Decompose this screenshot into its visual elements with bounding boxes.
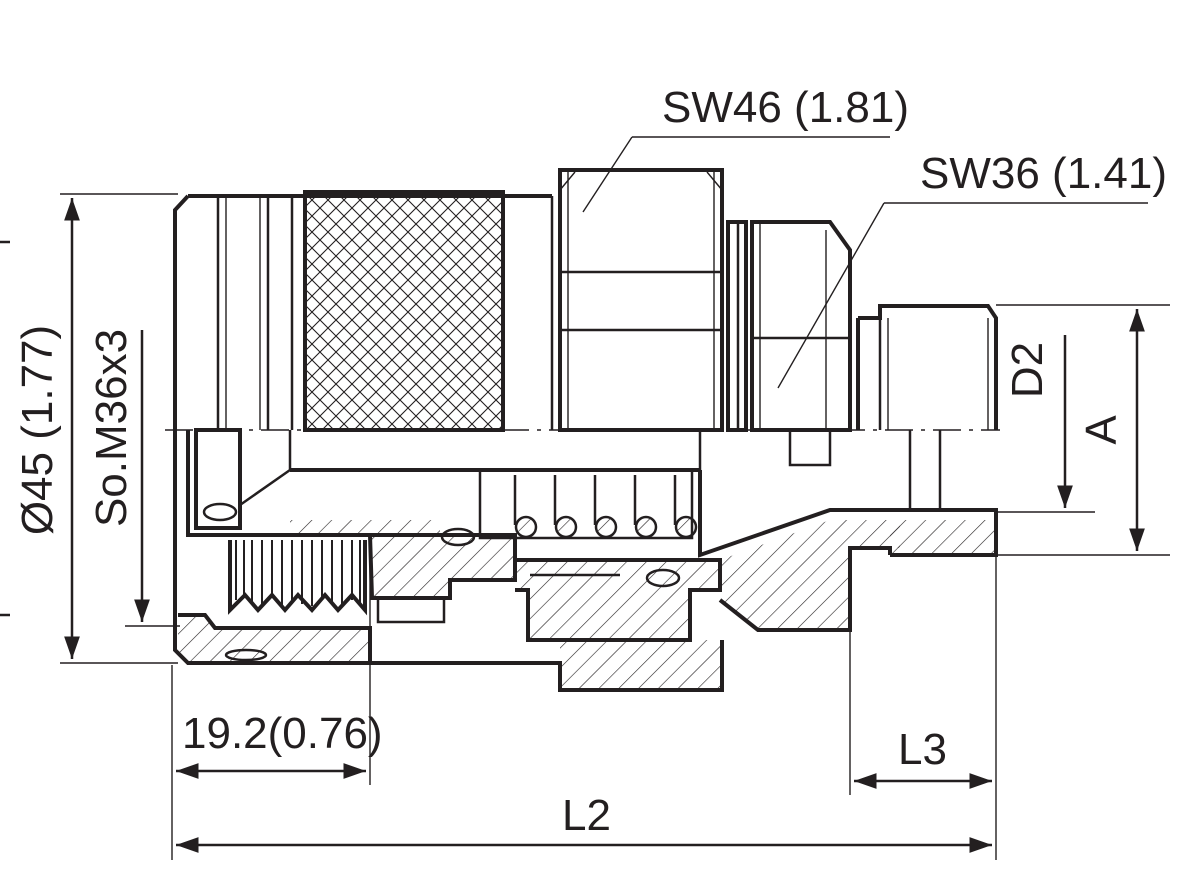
- hex-nut-sw36: [750, 220, 852, 432]
- d2-label: D2: [1003, 342, 1052, 398]
- coupling-section: [178, 428, 998, 692]
- thread-label: So.M36x3: [87, 329, 136, 527]
- a-label: A: [1077, 415, 1126, 445]
- dimension-lines: [0, 136, 1170, 860]
- l2-label: L2: [562, 791, 611, 840]
- knurled-ring: [305, 192, 503, 430]
- thread-length-label: 19.2(0.76): [182, 709, 383, 758]
- sw46-label: SW46 (1.81): [662, 83, 909, 132]
- hex-nut-sw46: [558, 168, 724, 432]
- coupling-body: [165, 168, 1000, 665]
- diameter-label: Ø45 (1.77): [13, 325, 62, 535]
- sw36-label: SW36 (1.41): [920, 149, 1167, 198]
- l3-label: L3: [898, 725, 947, 774]
